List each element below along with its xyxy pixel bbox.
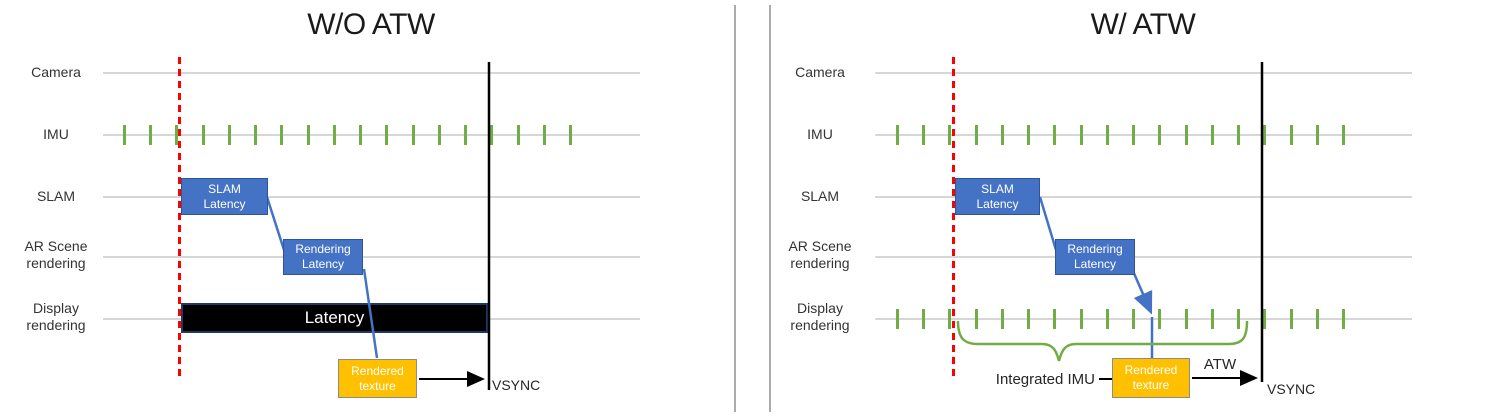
- panel-divider-right: [769, 5, 771, 412]
- display-refresh-tick: [1158, 309, 1162, 329]
- imu-sample-tick: [1132, 125, 1136, 145]
- left-imu-tick-row: [123, 125, 572, 145]
- imu-sample-tick: [896, 125, 899, 145]
- right-display-timeline: [875, 318, 1412, 320]
- display-refresh-tick: [1237, 309, 1241, 329]
- right-rendering-to-display-arrow: [1131, 270, 1153, 315]
- display-refresh-tick: [1184, 309, 1188, 329]
- right-panel-title: W/ ATW: [1090, 8, 1196, 41]
- imu-sample-tick: [1289, 125, 1293, 145]
- display-refresh-tick: [1105, 309, 1109, 329]
- right-row-label-display: Display rendering: [790, 300, 850, 334]
- display-refresh-tick: [1132, 309, 1136, 329]
- right-slam-to-rendering-connector: [1038, 196, 1058, 251]
- imu-sample-tick: [175, 125, 179, 145]
- display-refresh-tick: [948, 309, 952, 329]
- left-rendered-texture-box: Rendered texture: [338, 359, 417, 398]
- right-rendering-latency-box: Rendering Latency: [1055, 239, 1135, 275]
- display-refresh-tick: [1000, 309, 1004, 329]
- display-refresh-tick: [1263, 309, 1267, 329]
- imu-sample-tick: [359, 125, 363, 145]
- imu-sample-tick: [948, 125, 952, 145]
- left-camera-timeline: [103, 72, 640, 74]
- display-refresh-tick: [896, 309, 899, 329]
- right-ar-timeline: [875, 256, 1412, 258]
- imu-sample-tick: [1079, 125, 1083, 145]
- imu-sample-tick: [464, 125, 468, 145]
- left-slam-timeline: [103, 196, 640, 198]
- display-refresh-tick: [1079, 309, 1083, 329]
- display-refresh-tick: [922, 309, 926, 329]
- left-imu-timeline: [103, 134, 640, 136]
- right-slam-latency-box: SLAM Latency: [955, 178, 1040, 215]
- display-refresh-tick: [974, 309, 978, 329]
- right-row-label-ar-scene: AR Scene rendering: [788, 238, 852, 272]
- left-row-label-camera: Camera: [31, 64, 81, 80]
- imu-sample-tick: [306, 125, 310, 145]
- left-row-label-imu: IMU: [43, 126, 69, 142]
- imu-sample-tick: [1027, 125, 1031, 145]
- right-row-label-imu: IMU: [807, 126, 833, 142]
- display-refresh-tick: [1027, 309, 1031, 329]
- left-slam-latency-box: SLAM Latency: [181, 178, 268, 215]
- imu-sample-tick: [1105, 125, 1109, 145]
- imu-sample-tick: [437, 125, 441, 145]
- left-row-label-slam: SLAM: [36, 188, 76, 204]
- left-ar-timeline: [103, 256, 640, 258]
- left-row-label-display: Display rendering: [26, 300, 86, 334]
- display-refresh-tick: [1210, 309, 1214, 329]
- right-row-label-slam: SLAM: [800, 188, 840, 204]
- right-vsync-label: VSYNC: [1267, 381, 1316, 397]
- display-refresh-tick: [1289, 309, 1293, 329]
- imu-sample-tick: [385, 125, 389, 145]
- integrated-imu-label: Integrated IMU: [995, 371, 1095, 388]
- imu-sample-tick: [149, 125, 153, 145]
- imu-sample-tick: [227, 125, 231, 145]
- right-camera-timeline: [875, 72, 1412, 74]
- imu-sample-tick: [1341, 125, 1345, 145]
- imu-sample-tick: [568, 125, 572, 145]
- panel-divider-left: [734, 5, 736, 412]
- display-refresh-tick: [1053, 309, 1057, 329]
- right-rendered-texture-box: Rendered texture: [1112, 358, 1190, 398]
- imu-sample-tick: [1263, 125, 1267, 145]
- imu-sample-tick: [254, 125, 258, 145]
- left-latency-bar: Latency: [181, 303, 488, 333]
- right-imu-timeline: [875, 134, 1412, 136]
- left-vsync-label: VSYNC: [492, 377, 541, 393]
- imu-sample-tick: [1053, 125, 1057, 145]
- imu-sample-tick: [516, 125, 520, 145]
- display-refresh-tick: [1315, 309, 1319, 329]
- imu-sample-tick: [1315, 125, 1319, 145]
- display-refresh-tick: [1341, 309, 1345, 329]
- latency-bar-label: Latency: [304, 308, 365, 327]
- left-slam-to-rendering-connector: [265, 196, 286, 251]
- imu-sample-tick: [490, 125, 494, 145]
- imu-sample-tick: [1237, 125, 1241, 145]
- right-imu-tick-row: [896, 125, 1345, 145]
- imu-sample-tick: [922, 125, 926, 145]
- imu-sample-tick: [280, 125, 284, 145]
- atw-label: ATW: [1203, 356, 1237, 373]
- left-row-label-ar-scene: AR Scene rendering: [24, 238, 88, 272]
- imu-sample-tick: [1158, 125, 1162, 145]
- imu-sample-tick: [1184, 125, 1188, 145]
- imu-sample-tick: [1210, 125, 1214, 145]
- right-row-label-camera: Camera: [795, 64, 845, 80]
- imu-sample-tick: [332, 125, 336, 145]
- left-panel-title: W/O ATW: [307, 8, 435, 41]
- imu-sample-tick: [201, 125, 205, 145]
- imu-sample-tick: [123, 125, 126, 145]
- imu-sample-tick: [974, 125, 978, 145]
- imu-sample-tick: [411, 125, 415, 145]
- imu-sample-tick: [1000, 125, 1004, 145]
- right-slam-timeline: [875, 196, 1412, 198]
- imu-sample-tick: [542, 125, 546, 145]
- left-rendering-latency-box: Rendering Latency: [283, 239, 363, 275]
- right-display-tick-row: [896, 309, 1345, 329]
